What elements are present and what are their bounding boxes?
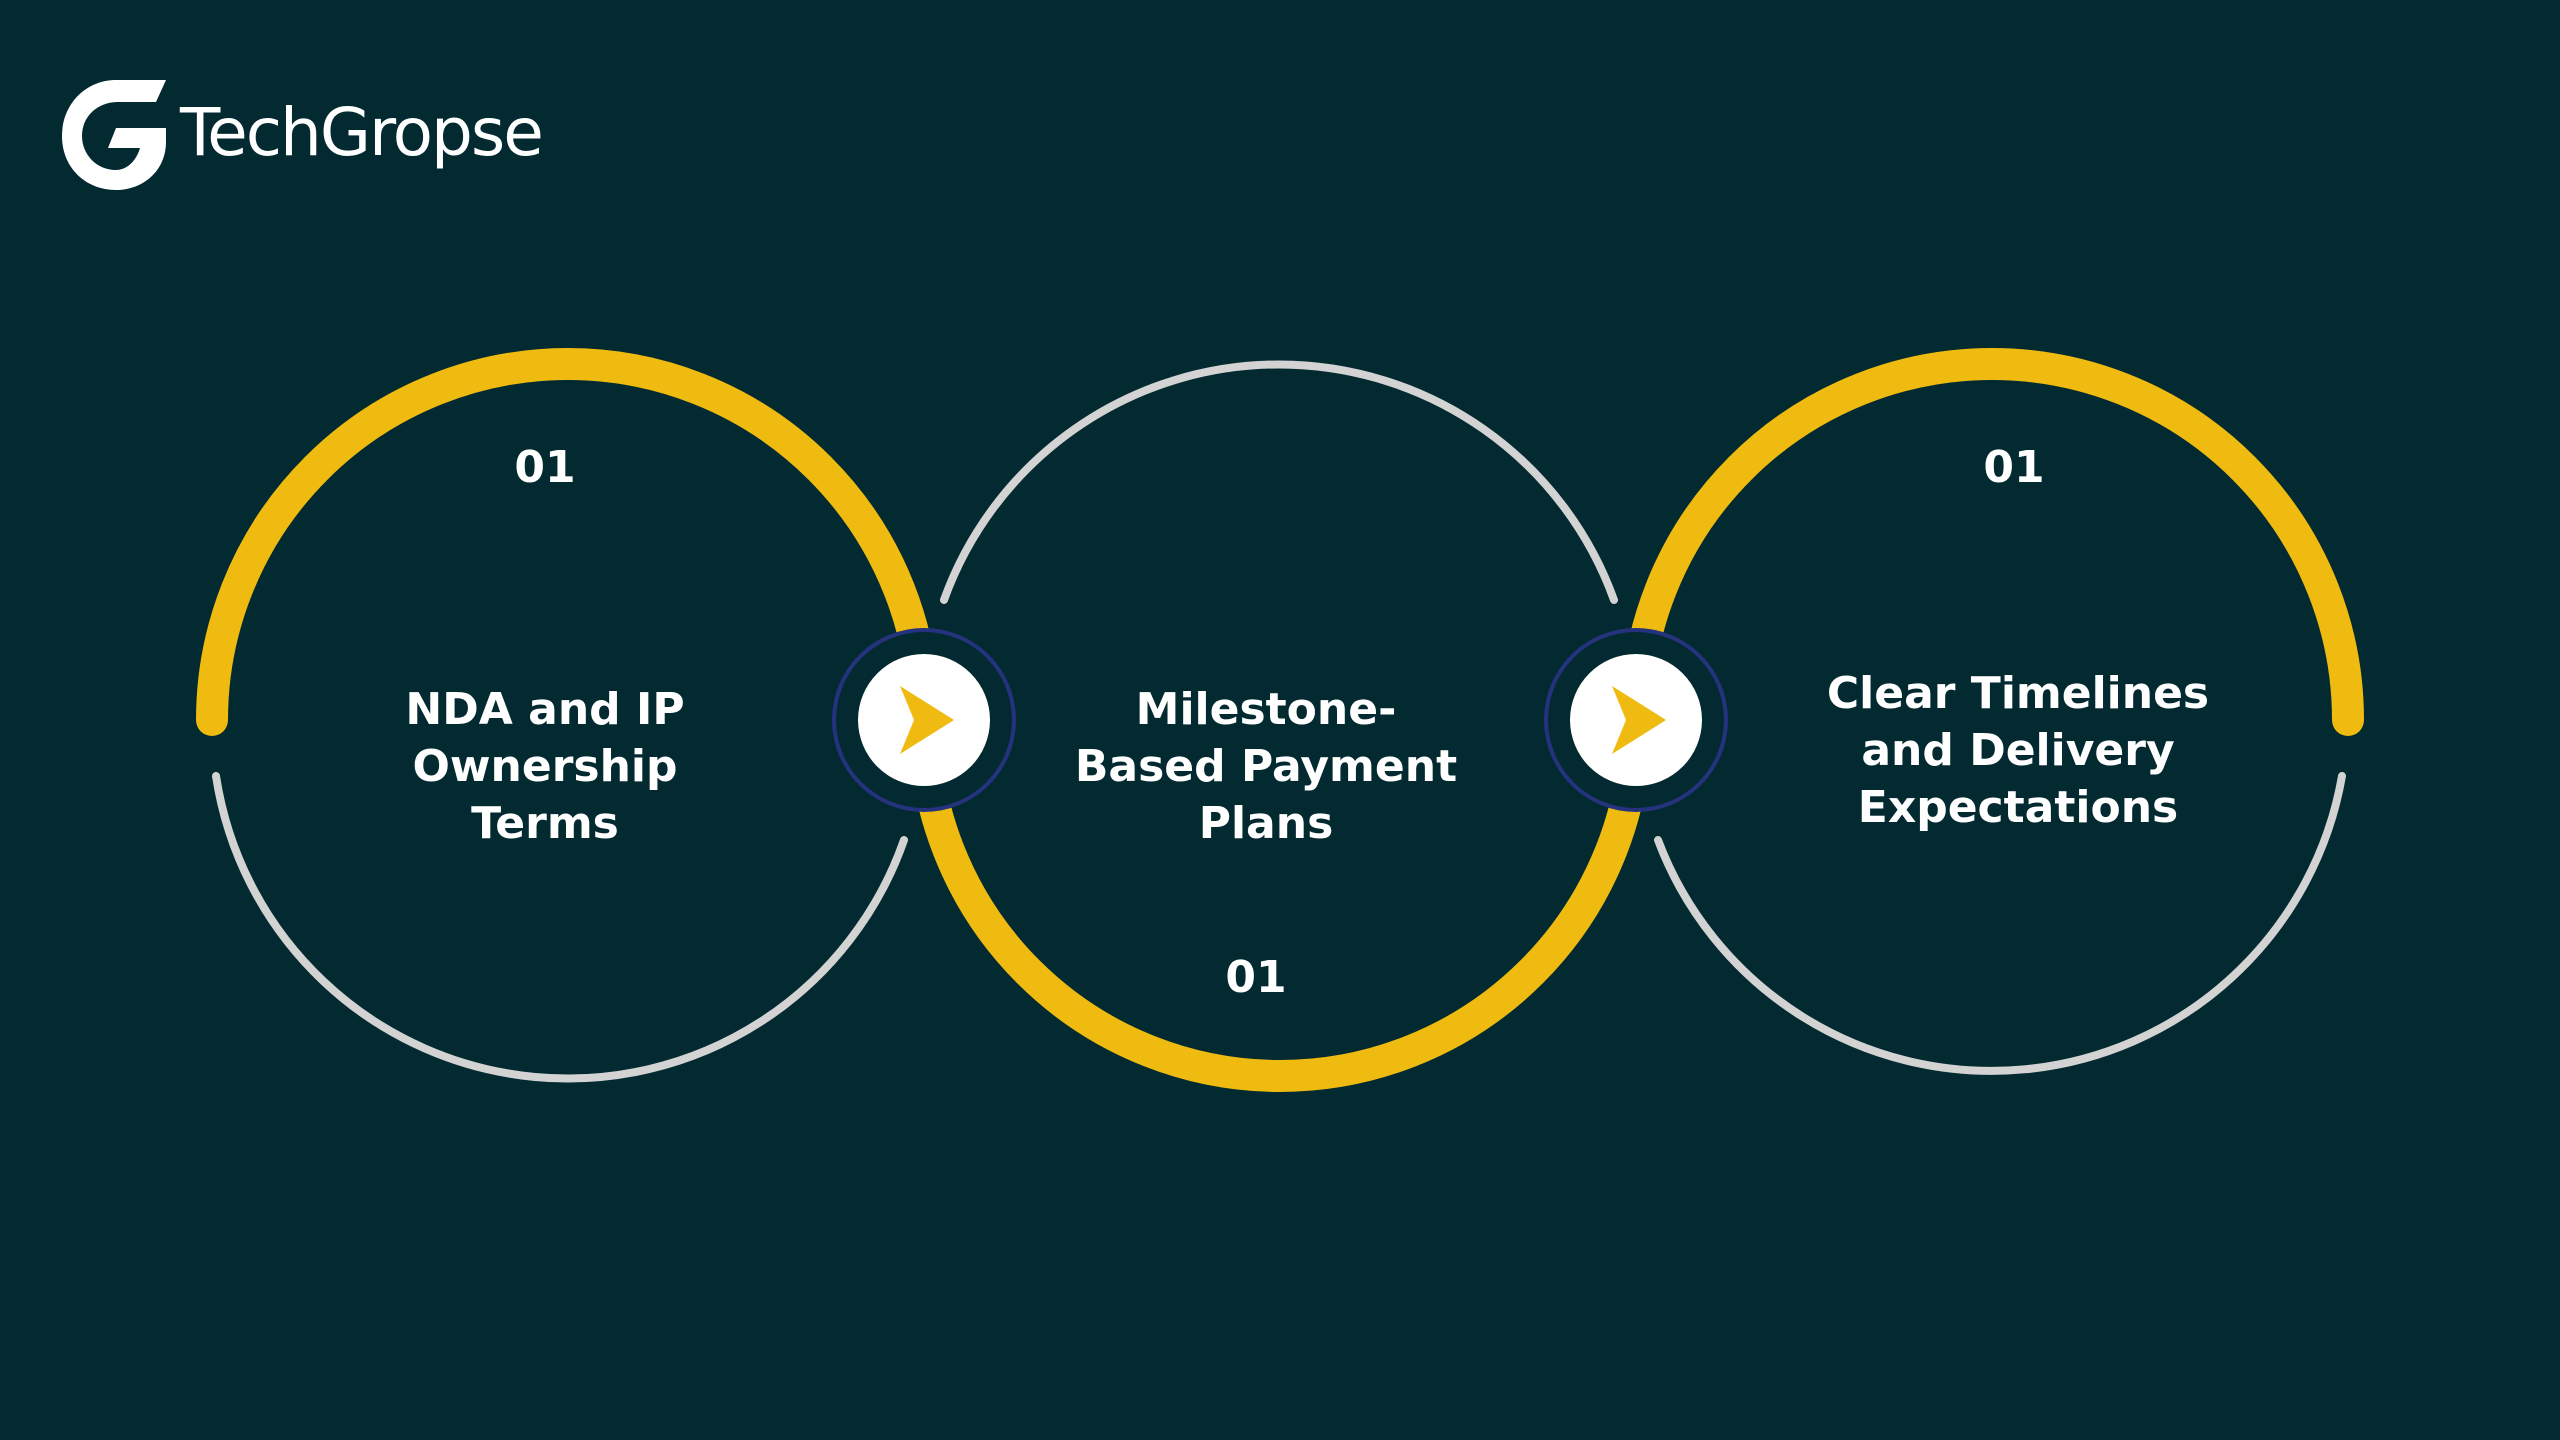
connector-2: [1544, 628, 1728, 812]
step-2-title-line: Plans: [1199, 798, 1334, 849]
step-3-title-line: and Delivery: [1861, 725, 2174, 776]
step-2-arc-light: [940, 360, 1618, 604]
brand-logo: TechGropse: [58, 76, 544, 196]
step-3-ring: [1620, 348, 2364, 1075]
brand-name: TechGropse: [180, 94, 544, 171]
step-3-title-line: Expectations: [1858, 782, 2178, 833]
step-3-arc-accent: [1620, 348, 2364, 736]
step-1-title-line: Terms: [471, 798, 619, 849]
chevron-right-icon: [1612, 686, 1666, 754]
step-2-number: 01: [1225, 952, 1286, 1003]
step-2-title-line: Based Payment: [1075, 741, 1457, 792]
connector-1: [832, 628, 1016, 812]
step-1-number: 01: [514, 442, 575, 493]
step-3-number: 01: [1983, 442, 2044, 493]
step-2-title: Milestone- Based Payment Plans: [1075, 684, 1457, 849]
logo-g-icon: [62, 80, 166, 190]
step-1-arc-accent: [196, 348, 940, 736]
step-1-arc-light: [212, 772, 908, 1083]
step-2-title-line: Milestone-: [1136, 684, 1397, 735]
step-3-arc-light: [1654, 772, 2346, 1075]
step-1-title-line: NDA and IP: [405, 684, 684, 735]
step-2-arc-accent: [908, 704, 1652, 1092]
step-1-title: NDA and IP Ownership Terms: [405, 684, 684, 849]
step-1-ring: [196, 348, 940, 1083]
step-1-title-line: Ownership: [412, 741, 677, 792]
chevron-right-icon: [900, 686, 954, 754]
step-2-ring: [908, 360, 1652, 1092]
step-3-title-line: Clear Timelines: [1827, 668, 2209, 719]
step-3-title: Clear Timelines and Delivery Expectation…: [1827, 668, 2209, 833]
